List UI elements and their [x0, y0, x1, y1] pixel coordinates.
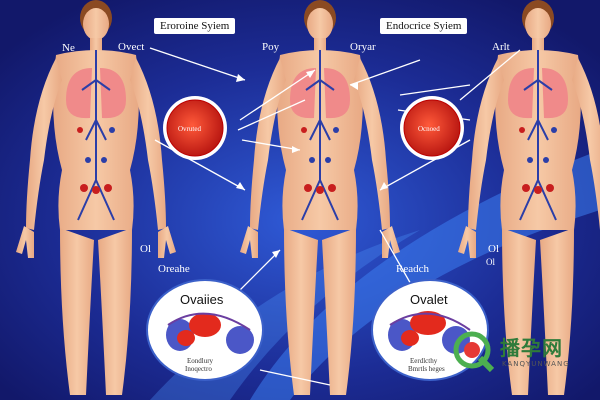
watermark-text: 播孕网 — [500, 336, 563, 360]
label-left-c: Ol — [140, 243, 151, 255]
label-left-b: Ovect — [118, 41, 145, 53]
label-right-e: Ol — [486, 257, 495, 267]
label-right-d: Ol — [488, 243, 499, 255]
circle-left-text: Ovruted — [178, 125, 201, 133]
oval-right-title: Ovalet — [410, 292, 448, 307]
oval-left-caption-1: Eondlury — [187, 357, 214, 365]
label-right-c: Readch — [396, 263, 429, 275]
label-left-d: Oreahe — [158, 263, 190, 275]
oval-right-caption-2: Bmrtls heges — [408, 365, 445, 373]
watermark-subtext: KANQYUNWANG — [502, 360, 570, 368]
oval-left-title: Ovaiies — [180, 292, 224, 307]
label-right-a: Arlt — [492, 41, 510, 53]
circle-right-text: Ocnoed — [418, 125, 440, 133]
title-left: Eroroine Syiem — [154, 18, 236, 34]
oval-left-caption-2: Inoqectro — [185, 365, 212, 373]
label-center-b: Oryar — [350, 41, 376, 53]
watermark: 播孕网 KANQYUNWANG — [452, 330, 597, 378]
label-center-a: Poy — [262, 41, 280, 53]
label-left-a: Ne — [62, 42, 75, 54]
oval-right-caption-1: Eerdlcthy — [410, 357, 438, 365]
title-right: Endocrice Syiem — [380, 18, 468, 34]
watermark-logo-icon — [453, 331, 495, 373]
